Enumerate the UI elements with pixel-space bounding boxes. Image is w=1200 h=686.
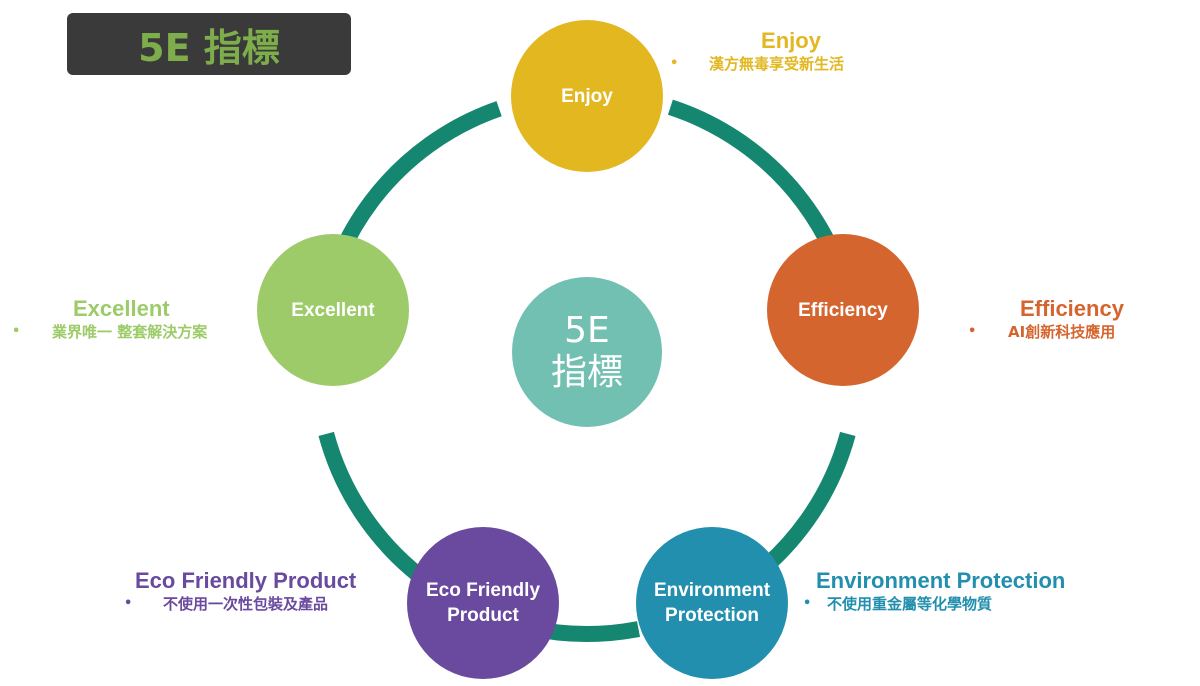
node-eco-friendly-product-label: Eco Friendly Product: [425, 580, 541, 626]
label-enjoy-heading: Enjoy: [761, 28, 821, 53]
center-label: 5E 指標: [550, 310, 623, 393]
node-excellent-label: Excellent: [291, 299, 375, 321]
label-environment-protection: Environment Protection • 不使用重金屬等化學物質: [800, 568, 1100, 614]
label-environment-protection-heading: Environment Protection: [816, 568, 1066, 593]
label-eco-friendly-product-description: • 不使用一次性包裝及產品: [124, 595, 329, 613]
label-enjoy: Enjoy • 漢方無毒享受新生活: [666, 28, 896, 74]
label-efficiency: Efficiency • AI創新科技應用: [964, 296, 1164, 342]
title-box: 5E 指標: [67, 13, 351, 75]
label-environment-protection-description: • 不使用重金屬等化學物質: [803, 595, 993, 613]
node-efficiency-label: Efficiency: [798, 299, 888, 321]
bullet-efficiency: •: [968, 324, 977, 339]
node-excellent: Excellent: [257, 234, 409, 386]
node-eco-friendly-product: Eco Friendly Product: [407, 527, 559, 679]
label-excellent: Excellent • 業界唯一 整套解決方案: [8, 296, 248, 342]
page-title: 5E 指標: [138, 25, 280, 70]
bullet-environment-protection: •: [803, 596, 812, 611]
node-environment-protection: Environment Protection: [636, 527, 788, 679]
node-environment-protection-label: Environment Protection: [653, 580, 771, 626]
label-eco-friendly-product: Eco Friendly Product • 不使用一次性包裝及產品: [120, 568, 390, 614]
bullet-enjoy: •: [670, 56, 679, 71]
label-excellent-heading: Excellent: [73, 296, 170, 321]
bullet-excellent: •: [12, 324, 21, 339]
label-eco-friendly-product-heading: Eco Friendly Product: [135, 568, 357, 593]
node-efficiency: Efficiency: [767, 234, 919, 386]
label-efficiency-heading: Efficiency: [1020, 296, 1124, 321]
node-enjoy: Enjoy: [511, 20, 663, 172]
label-efficiency-description: • AI創新科技應用: [968, 323, 1116, 341]
label-enjoy-description: • 漢方無毒享受新生活: [670, 55, 845, 73]
center-circle: 5E 指標: [512, 277, 662, 427]
bullet-eco-friendly-product: •: [124, 596, 133, 611]
label-excellent-description: • 業界唯一 整套解決方案: [12, 323, 208, 341]
node-enjoy-label: Enjoy: [561, 85, 613, 107]
